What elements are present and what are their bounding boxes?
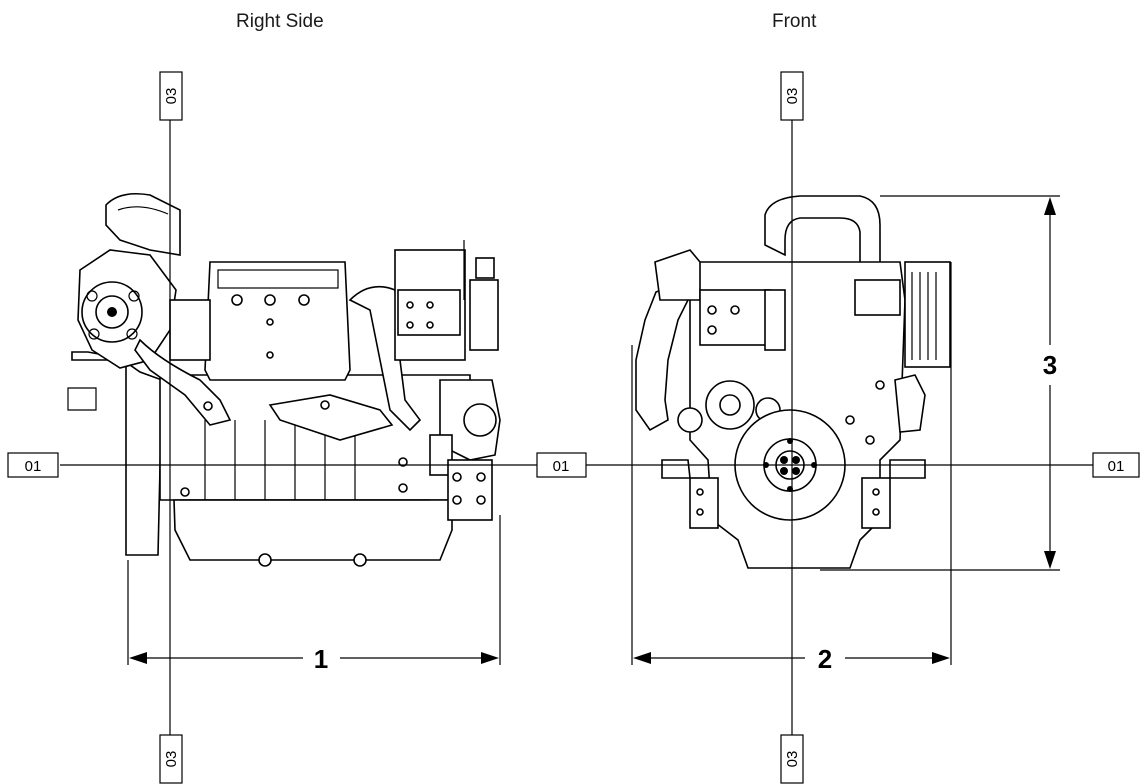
ref-box-03-right-side-top: 03 [159,71,183,121]
ref-box-01-center: 01 [536,452,587,478]
front-engine [635,195,951,569]
front-view-title: Front [772,11,817,32]
ref-box-01-left: 01 [7,452,59,478]
dimension-label-length: 1 [314,644,328,674]
ref-label-03-front-bottom: 03 [784,751,801,768]
ref-label-03-right-side-bottom: 03 [163,751,180,768]
ref-box-03-front-top: 03 [780,71,804,121]
ref-label-03-front-top: 03 [784,88,801,105]
ref-box-03-right-side-bottom: 03 [159,734,183,784]
ref-box-01-right: 01 [1092,452,1140,478]
ref-label-03-right-side-top: 03 [163,88,180,105]
ref-label-01-center: 01 [553,458,570,475]
centerlines [60,120,1093,735]
dimension-label-width: 2 [818,644,832,674]
ref-box-03-front-bottom: 03 [780,734,804,784]
right-side-engine [67,192,501,567]
right-side-view-title: Right Side [236,11,324,32]
dimension-lines [127,195,1060,665]
ref-label-01-right: 01 [1108,458,1125,475]
ref-label-01-left: 01 [25,458,42,475]
dimension-label-height: 3 [1043,350,1057,380]
